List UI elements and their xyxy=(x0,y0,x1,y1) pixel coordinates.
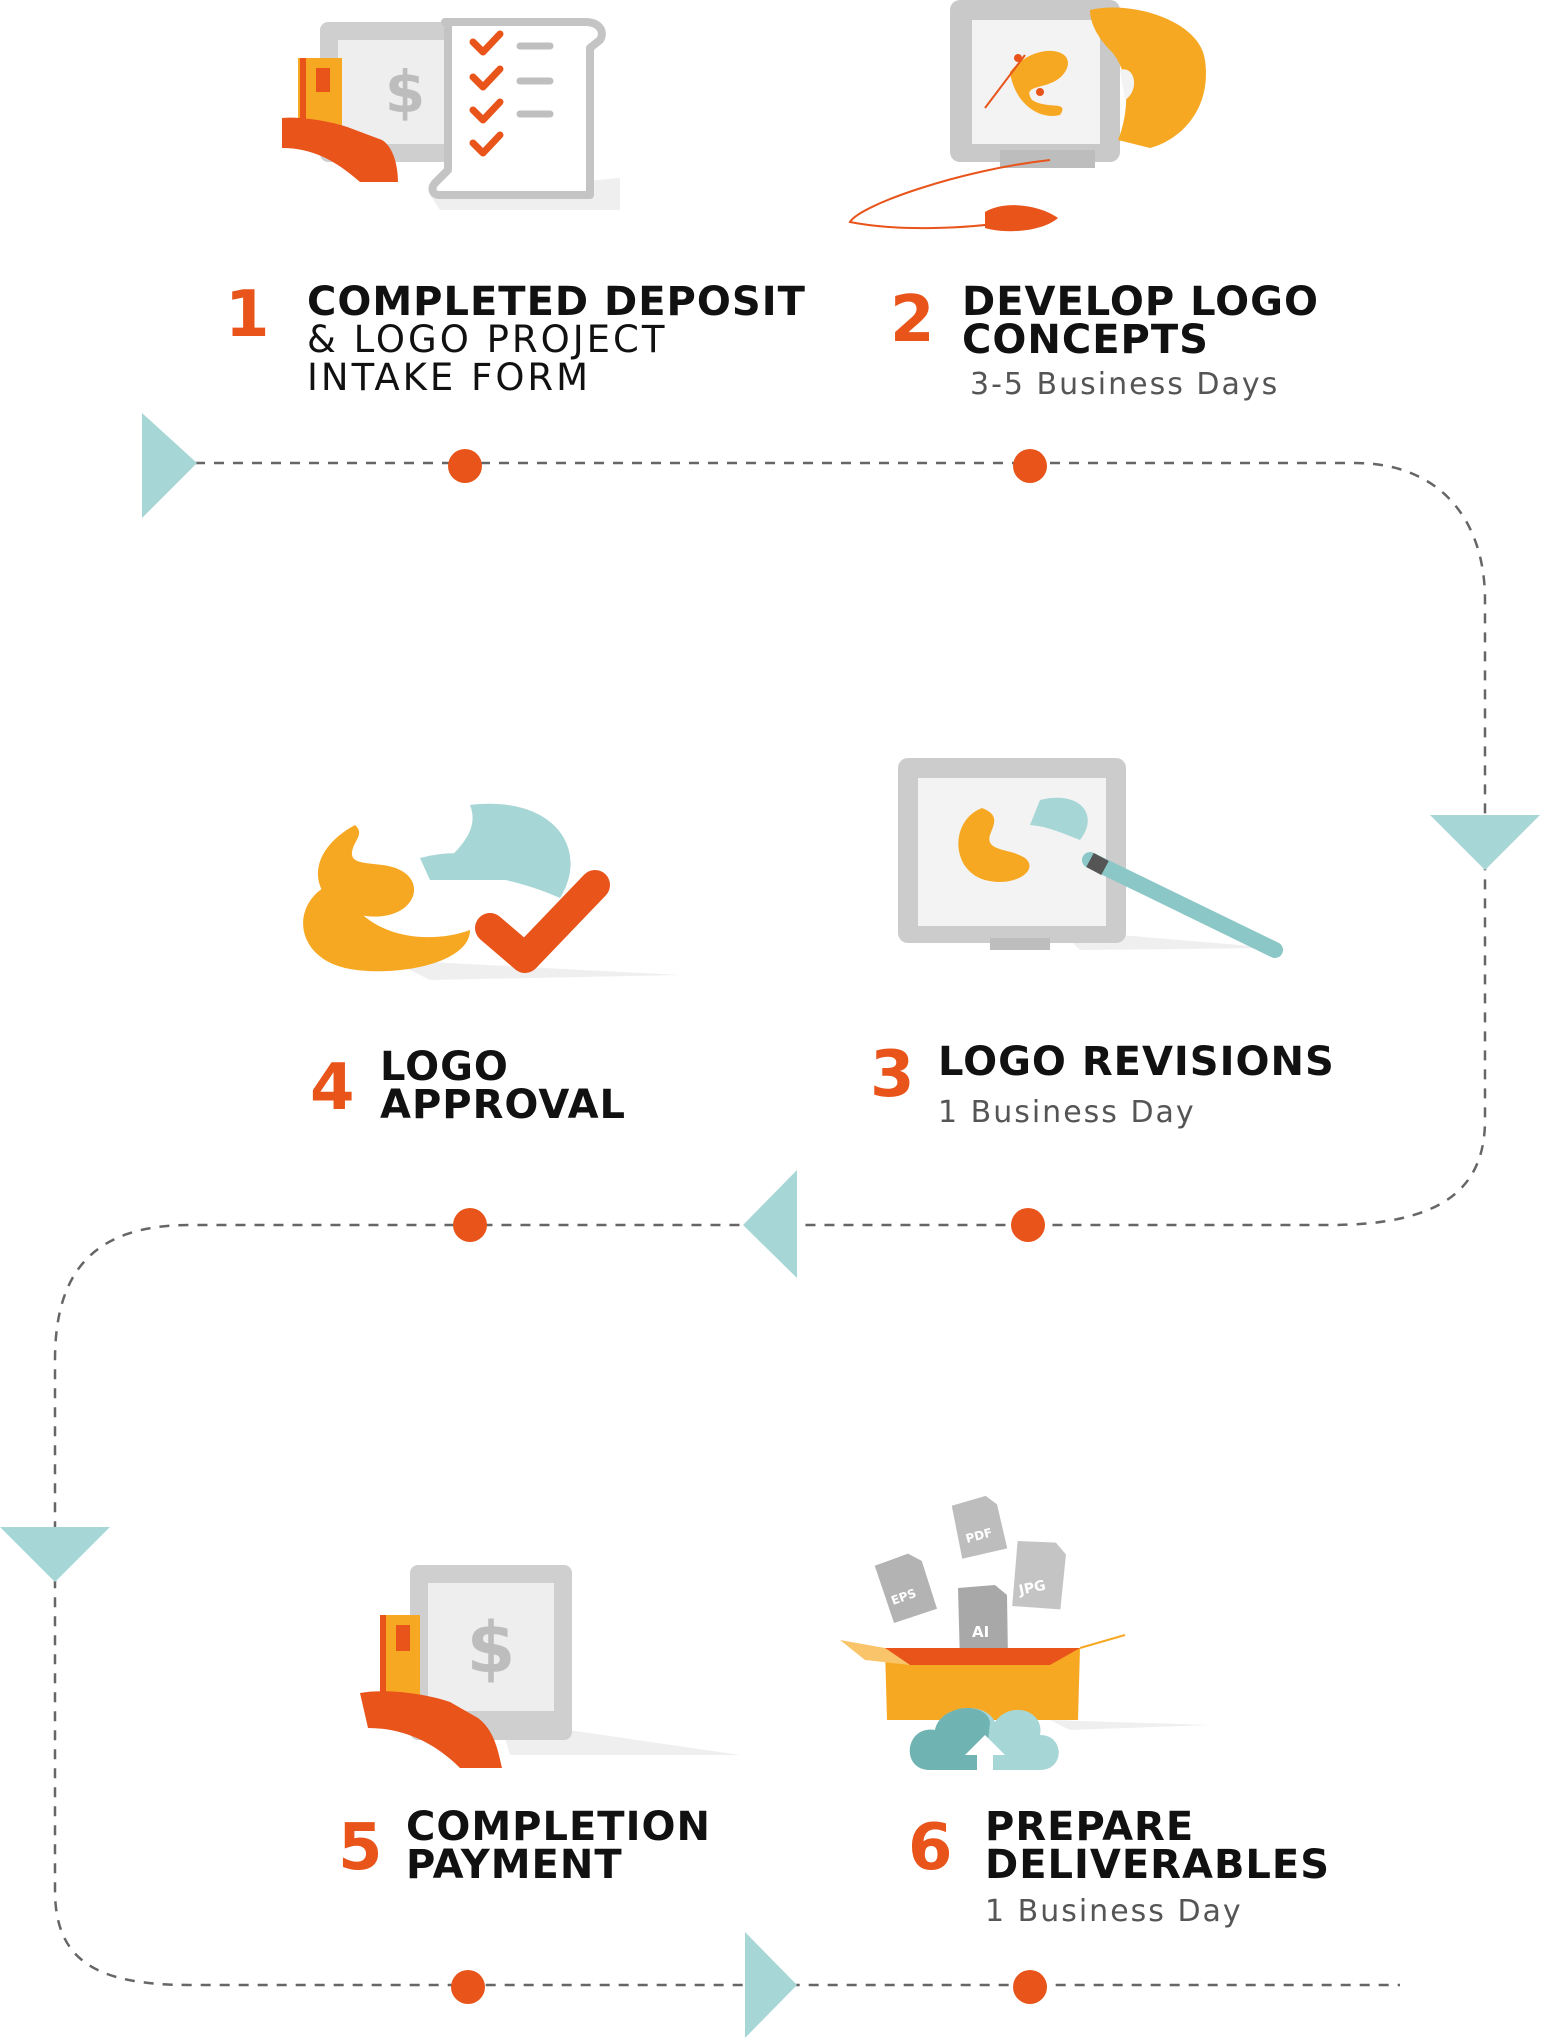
step-subtitle-line: INTAKE FORM xyxy=(307,356,592,399)
payment-card-icon: $ xyxy=(360,1565,740,1768)
arrow-right-start xyxy=(142,413,197,518)
step-title: APPROVAL xyxy=(380,1082,627,1128)
milestone-dot-5 xyxy=(451,1970,485,2004)
arrow-down-left xyxy=(0,1527,110,1582)
step-title: DELIVERABLES xyxy=(985,1842,1331,1888)
svg-text:$: $ xyxy=(385,58,425,126)
step-subtitle-line: & LOGO PROJECT xyxy=(307,318,668,361)
file-icon-ai: AI xyxy=(958,1585,1008,1662)
step-number: 5 xyxy=(338,1811,383,1885)
svg-text:PDF: PDF xyxy=(964,1525,994,1545)
step-title: CONCEPTS xyxy=(962,317,1209,363)
step-title: LOGO REVISIONS xyxy=(938,1039,1335,1085)
milestone-dot-3 xyxy=(1011,1208,1045,1242)
step-number: 2 xyxy=(890,283,935,357)
step-title: COMPLETED DEPOSIT xyxy=(307,279,806,325)
svg-text:JPG: JPG xyxy=(1017,1578,1048,1599)
step-title: PAYMENT xyxy=(406,1842,623,1888)
file-icon-pdf: PDF xyxy=(951,1495,1008,1559)
deposit-receipt-icon: $ xyxy=(282,18,620,210)
logo-checkmark-icon xyxy=(303,803,680,980)
tablet-pen-icon xyxy=(898,758,1283,958)
milestone-dot-6 xyxy=(1013,1970,1047,2004)
step-title: DEVELOP LOGO xyxy=(962,279,1320,325)
step-title: COMPLETION xyxy=(406,1804,711,1850)
step-number: 4 xyxy=(310,1051,355,1125)
arrow-left-middle xyxy=(743,1170,797,1278)
step-title: PREPARE xyxy=(985,1804,1195,1850)
milestone-dot-1 xyxy=(448,449,482,483)
designer-monitor-icon xyxy=(848,0,1206,232)
file-icon-eps: EPS xyxy=(874,1553,938,1624)
step-title: LOGO xyxy=(380,1044,509,1090)
file-icon-jpg: JPG xyxy=(1012,1540,1066,1610)
svg-text:$: $ xyxy=(467,1607,516,1689)
process-path xyxy=(53,461,1487,1987)
step-duration: 1 Business Day xyxy=(985,1894,1243,1929)
arrow-down-right xyxy=(1430,815,1540,870)
milestone-dot-2 xyxy=(1013,449,1047,483)
arrow-right-end xyxy=(745,1932,797,2038)
deliverables-box-icon: PDF EPS JPG AI xyxy=(840,1495,1210,1772)
step-duration: 1 Business Day xyxy=(938,1095,1196,1130)
step-duration: 3-5 Business Days xyxy=(970,367,1280,402)
svg-text:AI: AI xyxy=(972,1623,989,1641)
step-number: 1 xyxy=(225,278,270,352)
step-number: 3 xyxy=(870,1038,915,1112)
milestone-dot-4 xyxy=(453,1208,487,1242)
step-number: 6 xyxy=(908,1811,953,1885)
